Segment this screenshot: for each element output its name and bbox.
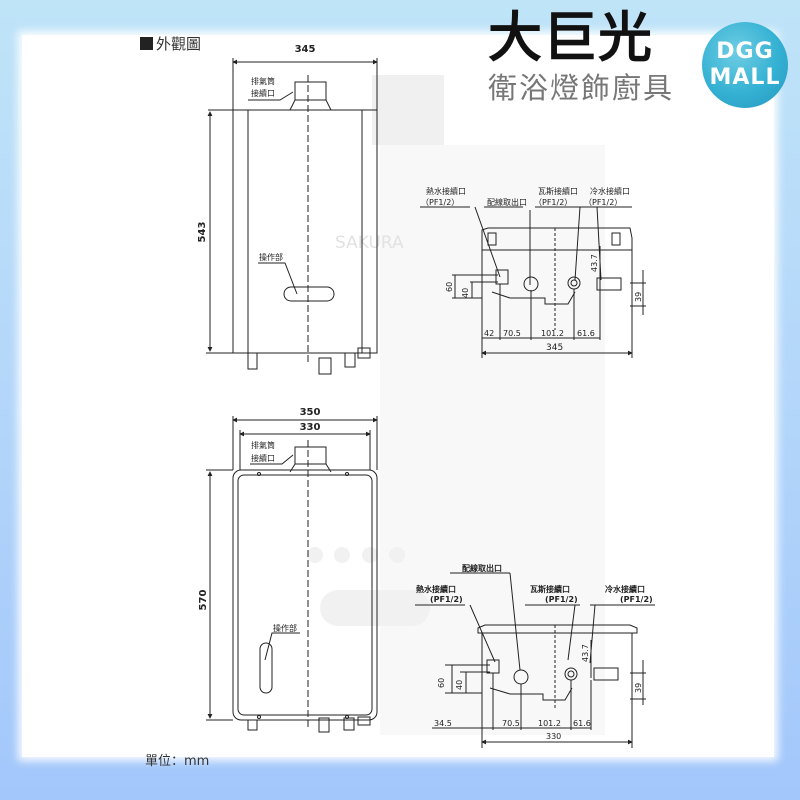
- model-b-dim-39: 39: [634, 683, 643, 693]
- square-bullet-icon: [140, 37, 153, 50]
- model-a-width-label: 345: [295, 44, 316, 55]
- model-a-gas-spec: （PF1/2）: [534, 198, 572, 207]
- model-b-inner-width: 330: [300, 422, 321, 433]
- model-b-dim-70-5: 70.5: [502, 719, 520, 728]
- model-a-dim-60: 60: [445, 282, 454, 292]
- brand-tagline: 衛浴燈飾廚具: [488, 71, 675, 105]
- model-b-cold-water-label: 冷水接續口: [605, 584, 645, 594]
- model-a-dim-43-7: 43.7: [590, 254, 599, 272]
- logo-line-1: DGG: [716, 39, 774, 64]
- model-b-height-label: 570: [198, 590, 209, 611]
- model-b-gas-spec: (PF1/2): [545, 595, 578, 604]
- model-a-cold-water-label: 冷水接續口: [590, 186, 630, 196]
- watermark-brand: SAKURA: [335, 233, 404, 253]
- model-a-dim-101-2: 101.2: [541, 329, 564, 338]
- model-a-dim-42: 42: [484, 329, 494, 338]
- section-title: 外觀圖: [140, 33, 201, 54]
- model-b-gas-label: 瓦斯接續口: [530, 584, 570, 594]
- model-b-dim-43-7: 43.7: [581, 644, 590, 662]
- model-b-total-width: 330: [546, 732, 561, 741]
- model-a-dim-70-5: 70.5: [503, 329, 521, 338]
- model-b-dim-60: 60: [437, 678, 446, 688]
- dgg-mall-logo-icon: DGG MALL: [702, 22, 788, 108]
- brand-logo: 大巨光 衛浴燈飾廚具: [488, 8, 698, 123]
- model-b-cold-water-spec: (PF1/2): [620, 595, 653, 604]
- model-a-gas-label: 瓦斯接續口: [538, 186, 578, 196]
- model-a-dim-39: 39: [634, 292, 643, 302]
- model-b-dim-101-2: 101.2: [538, 719, 561, 728]
- model-a-hot-water-spec: （PF1/2）: [421, 198, 459, 207]
- model-b-outer-width: 350: [300, 407, 321, 418]
- model-a-height-label: 543: [197, 222, 208, 243]
- model-b-control-label: 操作部: [273, 623, 297, 633]
- model-b-bottom-view: [415, 572, 655, 748]
- model-a-wiring-label: 配線取出口: [487, 197, 527, 207]
- model-b-wiring-label: 配線取出口: [462, 563, 502, 573]
- model-a-hot-water-label: 熱水接續口: [426, 186, 466, 196]
- model-a-front-view: [206, 58, 378, 375]
- model-a-dim-40: 40: [461, 288, 470, 298]
- model-a-cold-water-spec: （PF1/2）: [584, 198, 622, 207]
- model-b-dim-34-5: 34.5: [434, 719, 452, 728]
- model-a-total-width: 345: [546, 343, 563, 353]
- section-title-text: 外觀圖: [156, 35, 202, 53]
- model-b-hot-water-spec: (PF1/2): [430, 595, 463, 604]
- model-a-flue-label-2: 接續口: [251, 88, 275, 98]
- model-b-dim-40: 40: [455, 680, 464, 690]
- model-a-flue-label-1: 排氣筒: [251, 76, 275, 86]
- logo-line-2: MALL: [709, 65, 781, 90]
- model-b-dim-61-6: 61.6: [573, 719, 591, 728]
- unit-label: 單位：mm: [145, 754, 210, 769]
- model-b-hot-water-label: 熱水接續口: [416, 584, 456, 594]
- model-b-flue-label-2: 接續口: [251, 453, 275, 463]
- model-a-bottom-view: [420, 206, 646, 358]
- model-b-flue-label-1: 排氣筒: [251, 440, 275, 450]
- model-a-control-label: 操作部: [259, 252, 283, 262]
- model-a-dim-61-6: 61.6: [577, 329, 595, 338]
- brand-name: 大巨光: [488, 6, 653, 69]
- model-b-front-view: [206, 416, 378, 733]
